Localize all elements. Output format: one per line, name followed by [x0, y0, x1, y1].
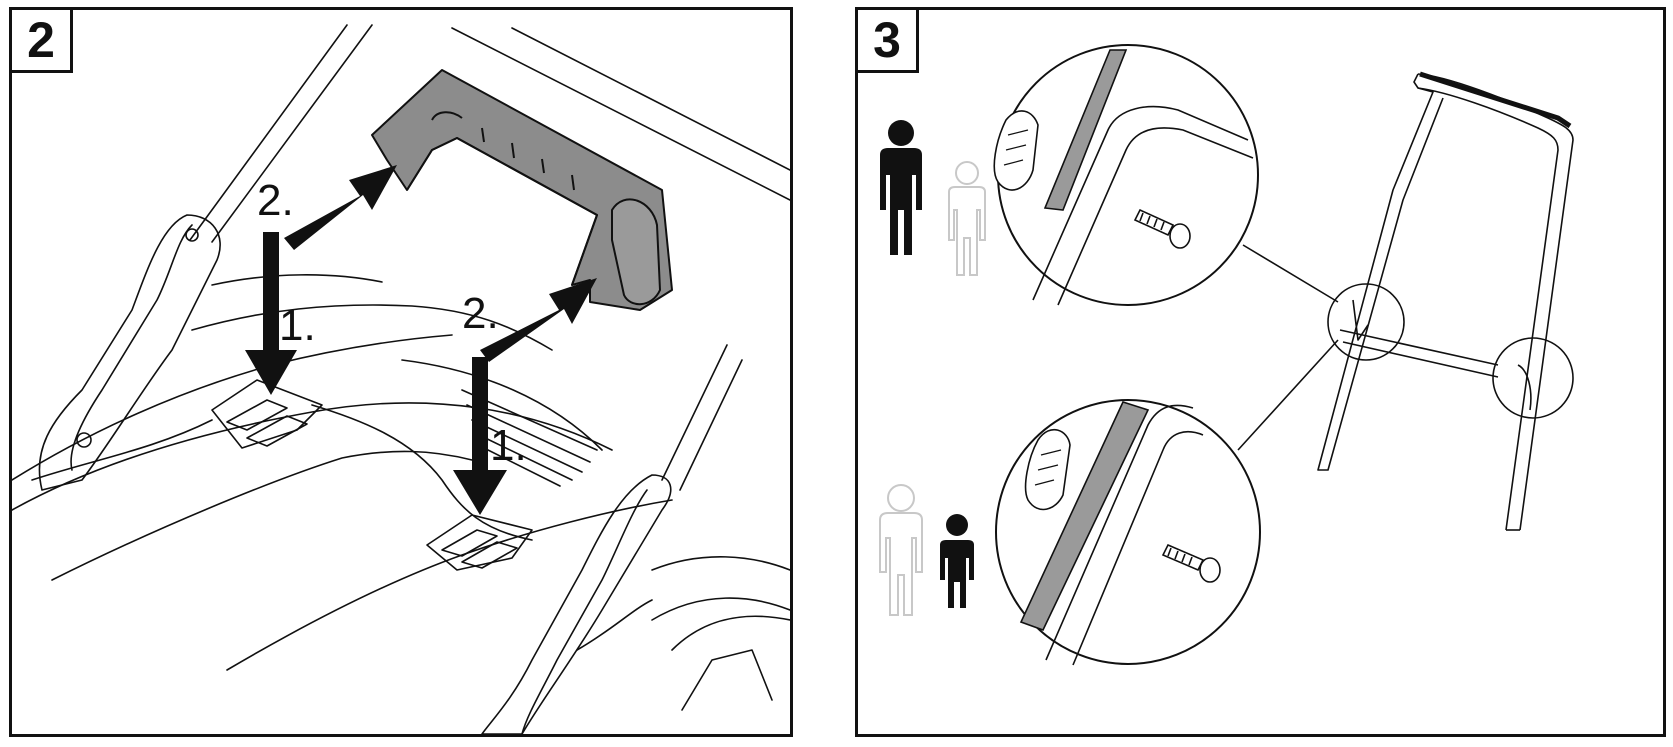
- insert-arrow-left: [284, 165, 397, 250]
- frame-tube-outline: [1057, 127, 1254, 306]
- down-arrow-right: [453, 357, 507, 515]
- detail-marker-circle: [1492, 337, 1574, 419]
- right-clamp-detail: [521, 489, 648, 734]
- step-label-down-left: 1.: [279, 301, 316, 350]
- mower-body-line: [12, 402, 613, 511]
- frame-tube-outline: [1032, 105, 1249, 301]
- grip-top: [1419, 71, 1572, 129]
- mower-body-line: [311, 404, 533, 541]
- screw-bolt: [1161, 543, 1221, 583]
- detail-circle-bottom: [995, 399, 1261, 666]
- clamp-screw: [76, 432, 92, 448]
- wheel-cover: [576, 599, 653, 651]
- step-2-illustration: 1. 1. 2. 2.: [12, 24, 790, 734]
- frame-crossbar: [1339, 329, 1499, 378]
- background-line: [511, 27, 790, 171]
- cable-clip-ridges: [1034, 449, 1062, 486]
- clamp-screw: [185, 228, 199, 242]
- callout-connectors: [1237, 244, 1339, 451]
- left-mounting-socket: [211, 379, 323, 449]
- detail-marker-circle: [1327, 283, 1405, 361]
- screw-bolt: [1133, 208, 1191, 249]
- carry-handle-part: [371, 69, 673, 311]
- adult-figure-grey: [948, 161, 986, 276]
- step-3-panel: 3: [855, 7, 1666, 737]
- two-people-icon: [880, 120, 986, 276]
- insert-arrow-right: [480, 278, 597, 362]
- frame-tube-outline: [1045, 404, 1194, 661]
- mower-body-line: [401, 359, 603, 451]
- cable-clip-ridges: [1003, 129, 1029, 166]
- left-housing-edge: [31, 419, 213, 481]
- adult-and-child-icon: [879, 484, 974, 616]
- left-handle-bar: [189, 24, 373, 243]
- mower-body-line: [211, 274, 383, 286]
- step-number-badge: 3: [858, 10, 919, 73]
- frame-right-tube: [1417, 87, 1559, 531]
- wheel-cover: [671, 615, 790, 711]
- step-label-down-right: 1.: [490, 421, 527, 470]
- mower-body-line: [12, 334, 453, 481]
- adult-figure-grey: [879, 484, 923, 616]
- right-handle-bar: [661, 344, 743, 491]
- mower-body-line: [226, 499, 673, 671]
- background-line: [451, 27, 790, 201]
- left-clamp-detail: [70, 224, 193, 471]
- frame-left-tube: [1317, 73, 1444, 471]
- handle-frame: [1317, 71, 1574, 531]
- mower-body-line: [51, 450, 473, 581]
- wheel-cover: [651, 597, 790, 621]
- right-mounting-socket: [426, 514, 533, 571]
- handle-grip-section: [1043, 49, 1128, 211]
- wheel-cover: [651, 556, 790, 571]
- step-3-illustration: [879, 44, 1574, 666]
- arrows: [245, 165, 597, 515]
- cable-clip: [1024, 428, 1071, 511]
- child-figure-black: [940, 514, 974, 608]
- detail-circle-top: [993, 44, 1259, 306]
- frame-joint-detail: [1352, 299, 1532, 411]
- frame-tube-outline: [1072, 431, 1204, 666]
- mower-body-line: [191, 304, 553, 351]
- handle-grip-section: [1019, 401, 1150, 632]
- right-hinge-clamp: [481, 474, 672, 734]
- down-arrow-left: [245, 232, 297, 395]
- step-label-insert-left: 2.: [257, 176, 294, 225]
- frame-right-tube: [1417, 73, 1574, 531]
- step-2-panel: 2: [9, 7, 793, 737]
- step-label-insert-right: 2.: [462, 289, 499, 338]
- step-number-badge: 2: [12, 10, 73, 73]
- adult-figure-black: [880, 120, 922, 255]
